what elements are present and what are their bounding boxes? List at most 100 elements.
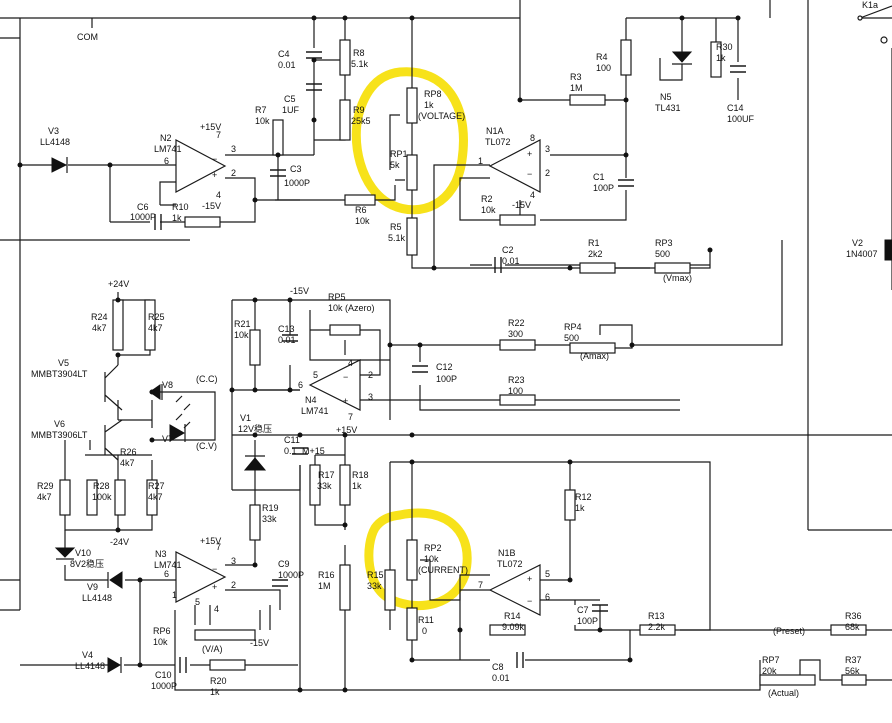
n2-pin-plus: + <box>212 170 217 180</box>
label-n4-plus15: +15V <box>336 425 357 435</box>
capacitor-c7 <box>592 604 608 612</box>
led-v8 <box>149 384 161 400</box>
capacitor-c8 <box>516 652 524 668</box>
label-rp8-name: (VOLTAGE) <box>418 111 465 121</box>
label-r36: R36 <box>845 611 862 621</box>
n1a-pin-8: 8 <box>530 133 535 143</box>
label-n5: N5 <box>660 92 672 102</box>
label-c14: C14 <box>727 103 744 113</box>
label-r21-value: 10k <box>234 330 249 340</box>
transistor-v6 <box>104 419 123 461</box>
label-r37-value: 56k <box>845 666 860 676</box>
label-c11-rail: M+15 <box>302 446 325 456</box>
opamp-n1b <box>488 564 541 616</box>
resistor-r24 <box>112 299 124 351</box>
resistor-rp6 <box>194 629 256 641</box>
diode-v9 <box>109 571 123 589</box>
label-c2-value: 0.01 <box>502 256 520 266</box>
label-r16: R16 <box>318 570 335 580</box>
label-r9: R9 <box>353 105 365 115</box>
label-rp1-value: 5k <box>390 160 400 170</box>
label-r26: R26 <box>120 447 137 457</box>
relay-k1a <box>859 5 892 19</box>
n3-pin-7: 7 <box>216 542 221 552</box>
label-c6-value: 1000P <box>130 212 156 222</box>
label-r36-value: 68k <box>845 622 860 632</box>
label-r2: R2 <box>481 194 493 204</box>
n3-pin-6: 6 <box>164 569 169 579</box>
highlight-voltage-pots <box>351 67 468 215</box>
led-v7 <box>169 424 186 442</box>
n3-pin-3: 3 <box>231 556 236 566</box>
label-r7-value: 10k <box>255 116 270 126</box>
label-r22-value: 300 <box>508 329 523 339</box>
resistor-r21 <box>249 329 261 366</box>
label-r8-value: 5.1k <box>351 59 369 69</box>
opamp-n4 <box>308 359 361 411</box>
label-c9: C9 <box>278 559 290 569</box>
label-n2: N2 <box>160 133 172 143</box>
label-rp5-minus15: -15V <box>290 286 309 296</box>
label-r17-value: 33k <box>317 481 332 491</box>
capacitor-c6 <box>154 214 162 230</box>
diode-v2 <box>884 239 892 261</box>
label-v6: V6 <box>54 419 65 429</box>
n1b-pin-7: 7 <box>478 580 483 590</box>
label-r4-value: 100 <box>596 63 611 73</box>
zener-n5 <box>671 51 693 63</box>
n2-pin-7: 7 <box>216 130 221 140</box>
label-c13-value: 0.01 <box>278 335 296 345</box>
capacitors <box>154 51 746 673</box>
label-rp7-name: (Actual) <box>768 688 799 698</box>
label-c2: C2 <box>502 245 514 255</box>
label-n3-plus15: +15V <box>200 536 221 546</box>
label-n3-type: LM741 <box>154 560 182 570</box>
label-r6-value: 10k <box>355 216 370 226</box>
n1a-pin-plus: + <box>527 149 532 159</box>
n3-pin-4: 4 <box>214 604 219 614</box>
label-r15: R15 <box>367 570 384 580</box>
label-r3-value: 1M <box>570 83 583 93</box>
label-preset: (Preset) <box>773 626 805 636</box>
label-n1a-minus15: -15V <box>512 200 531 210</box>
label-r28: R28 <box>93 481 110 491</box>
label-c10: C10 <box>155 670 172 680</box>
label-r12-value: 1k <box>575 503 585 513</box>
label-r13-value: 2.2k <box>648 622 666 632</box>
label-c4: C4 <box>278 49 290 59</box>
label-r30: R30 <box>716 42 733 52</box>
n1a-pin-1: 1 <box>478 156 483 166</box>
label-c1: C1 <box>593 172 605 182</box>
label-v3-type: LL4148 <box>40 137 70 147</box>
op-amps <box>175 139 541 616</box>
semiconductors <box>51 5 892 673</box>
n1a-pin-4: 4 <box>530 190 535 200</box>
resistor-r7 <box>272 119 284 156</box>
resistor-r2 <box>499 214 536 226</box>
n3-pin-2: 2 <box>231 580 236 590</box>
label-v2-type: 1N4007 <box>846 249 878 259</box>
label-r1: R1 <box>588 238 600 248</box>
label-com: COM <box>77 32 98 42</box>
n4-pin-6: 6 <box>298 380 303 390</box>
n4-pin-minus: − <box>343 372 348 382</box>
resistor-rp2 <box>406 539 418 581</box>
resistor-r27 <box>146 479 158 516</box>
label-r10-value: 1k <box>172 213 182 223</box>
n1b-pin-plus: + <box>527 574 532 584</box>
label-c8: C8 <box>492 662 504 672</box>
label-c3-value: 1000P <box>284 178 310 188</box>
n4-pin-2: 2 <box>368 370 373 380</box>
label-r2-value: 10k <box>481 205 496 215</box>
wires <box>0 0 892 691</box>
label-r9-value: 25k5 <box>351 116 371 126</box>
label-rp8: RP8 <box>424 89 442 99</box>
label-n4-type: LM741 <box>301 406 329 416</box>
resistor-r17 <box>309 464 321 506</box>
capacitor-c13 <box>282 334 298 342</box>
label-plus24: +24V <box>108 279 129 289</box>
label-c4-value: 0.01 <box>278 60 296 70</box>
capacitor-c4 <box>306 51 322 59</box>
n2-pin-minus: − <box>212 154 217 164</box>
